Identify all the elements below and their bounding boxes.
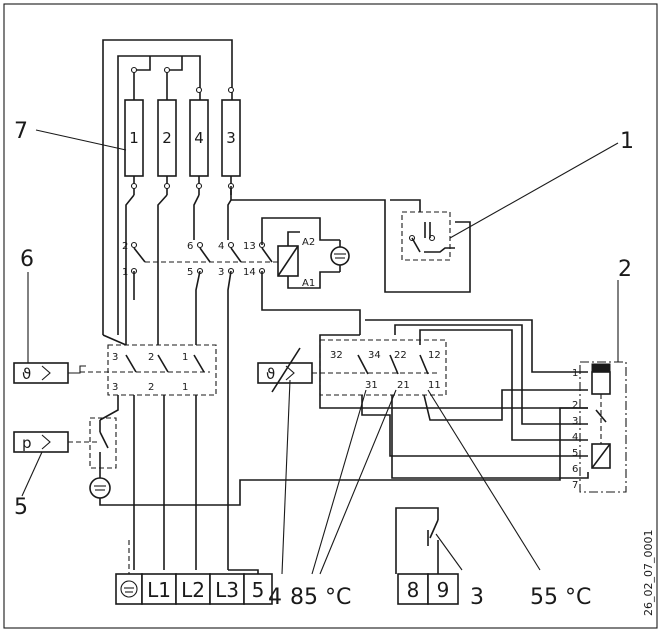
terminal-label-l2: L2 xyxy=(181,578,205,602)
switch-pin-bottom-1: 1 xyxy=(182,382,188,393)
limit-thermostat: ϑ xyxy=(13,362,86,384)
connector-pin-4: 4 xyxy=(572,432,578,443)
thermostat-pin-31: 31 xyxy=(365,380,378,391)
terminal-earth xyxy=(115,573,143,605)
contactor-pin-4: 4 xyxy=(218,241,224,252)
callout-leaders xyxy=(21,129,619,575)
connector-pin-3: 3 xyxy=(572,416,578,427)
terminal-block-main: L1 L2 L3 5 xyxy=(115,540,273,605)
contactor-pin-3: 3 xyxy=(218,267,224,278)
terminal-label-5: 5 xyxy=(252,578,265,602)
connector-pin-6: 6 xyxy=(572,464,578,475)
terminal-8 xyxy=(397,573,429,605)
heating-elements: 1 2 4 3 xyxy=(124,99,241,177)
callout-1: 1 xyxy=(620,129,634,154)
main-switch-box xyxy=(107,344,217,396)
contactor-pin-a1: A1 xyxy=(302,278,315,289)
contactor-pin-6: 6 xyxy=(187,241,193,252)
thermostat-pin-34: 34 xyxy=(368,350,381,361)
thermostat-pin-32: 32 xyxy=(330,350,343,361)
switch-pin-top-1: 1 xyxy=(182,352,188,363)
switch-pin-bottom-2: 2 xyxy=(148,382,154,393)
thermostat-pin-21: 21 xyxy=(397,380,410,391)
contactor-pin-14: 14 xyxy=(243,267,256,278)
earth-symbol-bottom xyxy=(89,477,111,499)
callout-3: 3 xyxy=(470,585,484,610)
heating-element-label-3: 3 xyxy=(226,129,236,147)
callout-6: 6 xyxy=(20,247,34,272)
callout-7: 7 xyxy=(14,119,28,144)
pressure-switch-symbol: p xyxy=(22,434,32,452)
contactor-pin-1: 1 xyxy=(122,267,128,278)
contactor: 2 1 6 5 4 3 13 14 A2 A1 xyxy=(122,217,361,335)
control-thermostat-symbol: ϑ xyxy=(266,365,275,383)
switch-pin-top-3: 3 xyxy=(112,352,118,363)
switch-pin-top-2: 2 xyxy=(148,352,154,363)
terminal-l1 xyxy=(141,573,177,605)
callout-5: 5 xyxy=(14,495,28,520)
switch-pin-bottom-3: 3 xyxy=(112,382,118,393)
terminal-label-l3: L3 xyxy=(215,578,239,602)
element-wiring xyxy=(102,39,471,335)
contactor-pin-13: 13 xyxy=(243,241,256,252)
heating-element-label-2: 2 xyxy=(162,129,172,147)
terminal-label-9: 9 xyxy=(437,578,450,602)
contactor-pin-5: 5 xyxy=(187,267,193,278)
terminal-9 xyxy=(427,573,459,605)
thermostat-pin-12: 12 xyxy=(428,350,441,361)
callout-2: 2 xyxy=(618,257,632,282)
main-switch: 3 2 1 3 2 1 xyxy=(80,300,229,570)
connector-pin-5: 5 xyxy=(572,448,578,459)
callout-4: 4 xyxy=(268,585,282,610)
relay-1 xyxy=(390,199,455,261)
connector-pin-2: 2 xyxy=(572,400,578,411)
heating-element-label-1: 1 xyxy=(129,129,139,147)
relay-1-box xyxy=(401,211,451,261)
thermostat-pin-11: 11 xyxy=(428,380,441,391)
control-thermostat: ϑ 32 34 22 12 31 21 11 xyxy=(257,319,589,479)
limit-thermostat-symbol: ϑ xyxy=(22,365,31,383)
terminal-block-aux: 8 9 xyxy=(395,507,459,605)
terminal-5 xyxy=(243,573,273,605)
pressure-contact-box xyxy=(89,417,117,469)
earth-symbol-top xyxy=(330,246,350,266)
connector-pin-1: 1 xyxy=(572,368,578,379)
contactor-pin-2: 2 xyxy=(122,241,128,252)
heating-element-label-4: 4 xyxy=(194,129,204,147)
connector-pin-7: 7 xyxy=(572,480,578,491)
connector-relay-top xyxy=(591,371,611,395)
contactor-pin-a2: A2 xyxy=(302,237,315,248)
connector-2-box xyxy=(579,361,627,493)
document-code: 26_02_07_0001 xyxy=(642,530,655,617)
terminal-label-8: 8 xyxy=(407,578,420,602)
terminal-label-l1: L1 xyxy=(147,578,171,602)
thermostat-pin-22: 22 xyxy=(394,350,407,361)
control-thermostat-contacts xyxy=(319,339,447,396)
temperature-85: 85 °C xyxy=(290,585,351,610)
diagram-frame xyxy=(3,3,658,629)
connector-2: 1 2 3 4 5 6 7 xyxy=(572,361,627,493)
temperature-55: 55 °C xyxy=(530,585,591,610)
